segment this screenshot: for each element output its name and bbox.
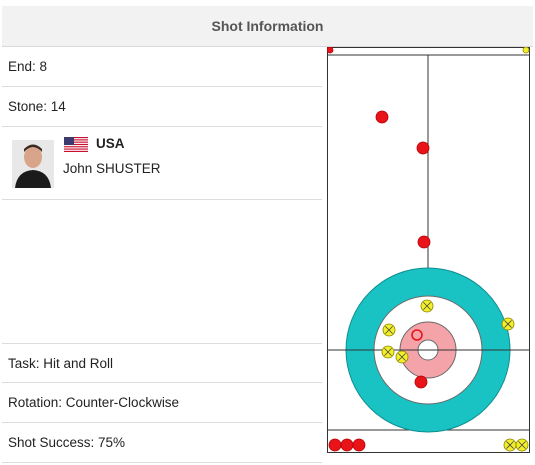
red-stone-out-1 <box>328 438 342 452</box>
yellow-stone-left-b-mark <box>384 348 392 356</box>
red-stone-back <box>414 375 428 389</box>
us-flag-icon <box>64 137 88 152</box>
end-value: End: 8 <box>8 59 48 74</box>
player-name: John SHUSTER <box>63 161 161 176</box>
player-photo <box>12 140 54 188</box>
curling-sheet-diagram <box>327 47 530 453</box>
shot-information-panel: Shot Information End: 8 Stone: 14 <box>2 6 533 464</box>
success-value: Shot Success: 75% <box>8 435 126 450</box>
rotation-value: Rotation: Counter-Clockwise <box>8 395 180 410</box>
shot-details: End: 8 Stone: 14 <box>2 47 322 464</box>
stone-row: Stone: 14 <box>2 87 322 127</box>
sheet-svg <box>327 47 530 453</box>
end-row: End: 8 <box>2 47 322 87</box>
player-row: USA John SHUSTER <box>2 127 322 200</box>
yellow-stone-corner <box>522 47 530 54</box>
task-row: Task: Hit and Roll <box>2 343 322 383</box>
yellow-stone-left-a-mark <box>385 326 393 334</box>
red-stone-guard-left <box>375 110 389 124</box>
red-stone-guard-front <box>417 235 431 249</box>
panel-title: Shot Information <box>2 6 533 47</box>
yellow-stone-out-2-mark <box>518 441 526 449</box>
red-stone-out-2 <box>340 438 354 452</box>
red-stone-shot <box>411 329 423 341</box>
task-value: Task: Hit and Roll <box>8 355 114 371</box>
red-stone-out-3 <box>352 438 366 452</box>
yellow-stone-left-c-mark <box>398 353 406 361</box>
yellow-stone-top-mark <box>423 302 431 310</box>
red-stone-corner <box>327 47 334 54</box>
country-code: USA <box>96 136 125 151</box>
yellow-stone-out-1-mark <box>506 441 514 449</box>
spacer <box>2 200 322 343</box>
yellow-stone-right-mark <box>504 320 512 328</box>
stone-value: Stone: 14 <box>8 99 66 114</box>
success-row: Shot Success: 75% <box>2 423 322 463</box>
rotation-row: Rotation: Counter-Clockwise <box>2 383 322 423</box>
red-stone-guard-center <box>416 141 430 155</box>
